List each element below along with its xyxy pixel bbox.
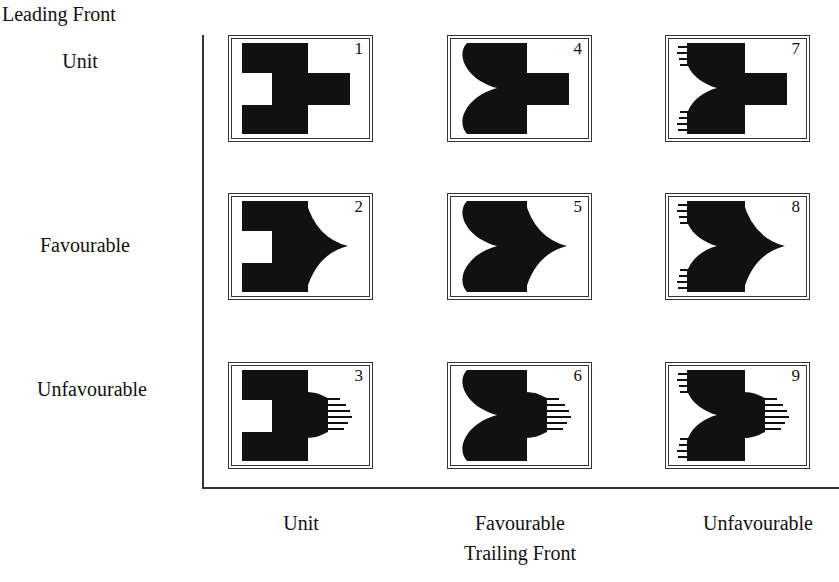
axis-title: Leading Front (2, 3, 116, 26)
front-shape (232, 366, 369, 465)
panel-number: 8 (791, 198, 802, 217)
panel-number: 7 (791, 40, 802, 59)
front-shape (669, 197, 806, 296)
panel-number: 1 (354, 40, 365, 59)
panel-number: 5 (573, 198, 584, 217)
flow-panel: 4 (447, 35, 592, 142)
category-label: Unit (283, 512, 319, 535)
category-label: Favourable (40, 234, 130, 257)
axis-line (202, 35, 204, 489)
flow-panel: 6 (447, 362, 592, 469)
front-shape (451, 197, 588, 296)
panel-number: 6 (573, 367, 584, 386)
front-shape (451, 366, 588, 465)
category-label: Unit (62, 50, 98, 73)
front-shape (232, 197, 369, 296)
flow-panel: 3 (228, 362, 373, 469)
panel-number: 3 (354, 367, 365, 386)
flow-panel: 1 (228, 35, 373, 142)
category-label: Favourable (475, 512, 565, 535)
flow-panel: 7 (665, 35, 810, 142)
front-shape (451, 39, 588, 138)
axis-title: Trailing Front (464, 542, 576, 565)
front-shape (669, 39, 806, 138)
front-shape (232, 39, 369, 138)
front-shape (669, 366, 806, 465)
category-label: Unfavourable (703, 512, 813, 535)
category-label: Unfavourable (37, 378, 147, 401)
flow-panel: 9 (665, 362, 810, 469)
axis-line (202, 487, 839, 489)
axis-frame (202, 35, 839, 489)
panel-number: 4 (573, 40, 584, 59)
flow-panel: 5 (447, 193, 592, 300)
panel-number: 9 (791, 367, 802, 386)
panel-number: 2 (354, 198, 365, 217)
flow-panel: 2 (228, 193, 373, 300)
flow-panel: 8 (665, 193, 810, 300)
